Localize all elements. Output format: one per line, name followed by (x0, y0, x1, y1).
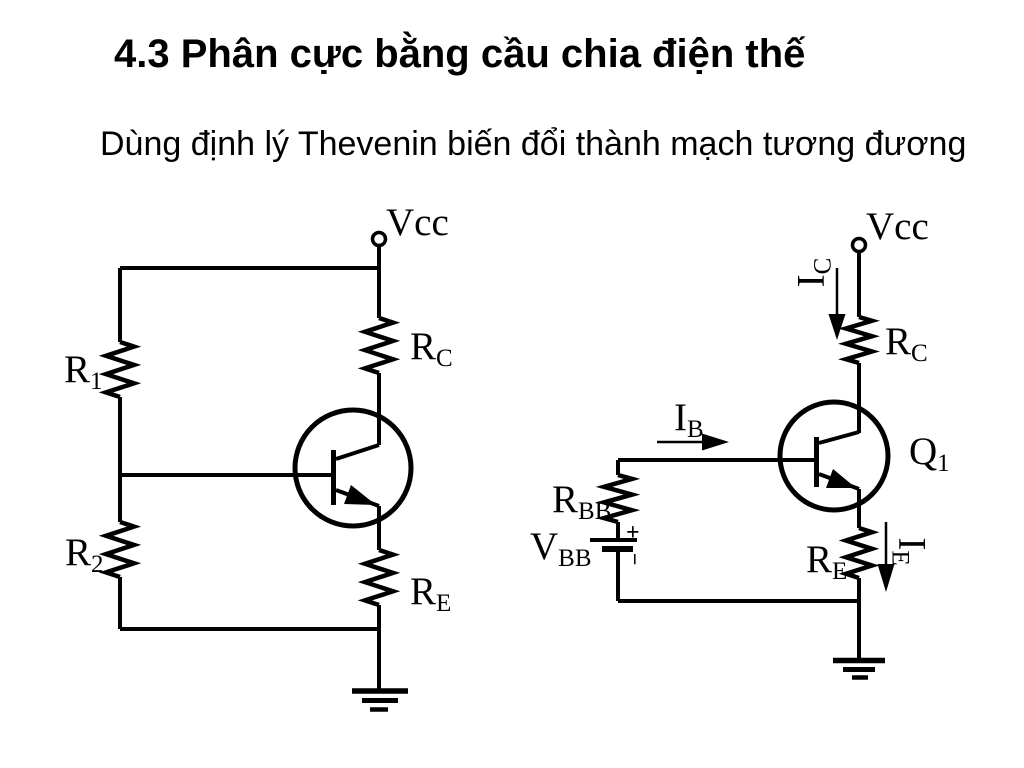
resistor-r2 (98, 519, 142, 580)
emitter-arrow-left (344, 485, 376, 505)
resistor-rc-right (838, 314, 880, 366)
ground-icon-left (352, 688, 408, 712)
current-arrow-ib (657, 433, 729, 451)
label-rbb: RBB (552, 478, 612, 525)
battery-plus-mark: + (626, 520, 640, 546)
slide-subtitle: Dùng định lý Thevenin biến đổi thành mạc… (100, 125, 967, 163)
emitter-arrow-right (826, 469, 856, 488)
resistor-re-right (838, 525, 880, 581)
label-r2: R2 (65, 531, 104, 578)
battery-vbb (590, 538, 637, 552)
vcc-terminal-left (370, 230, 388, 248)
slide-title: 4.3 Phân cực bằng cầu chia điện thế (114, 32, 806, 76)
right-circuit (590, 236, 895, 680)
label-ib: IB (674, 396, 704, 443)
label-ie: IE (886, 537, 934, 566)
label-vbb: VBB (530, 525, 592, 572)
wires-left (118, 246, 381, 691)
battery-minus-mark: − (622, 552, 648, 566)
wires-right (616, 252, 861, 659)
resistor-r1 (98, 339, 142, 400)
vcc-terminal-right (850, 236, 868, 254)
label-vcc-right: Vcc (866, 205, 929, 248)
left-circuit (98, 230, 414, 712)
label-rc-right: RC (885, 320, 928, 367)
label-q1: Q1 (909, 430, 950, 477)
transistor-left (292, 407, 414, 529)
current-arrow-ic (828, 268, 846, 340)
resistor-re-left (357, 547, 401, 608)
label-r1: R1 (64, 348, 103, 395)
resistor-rbb (595, 472, 641, 525)
current-arrow-ie (877, 522, 895, 592)
label-rc-left: RC (410, 325, 453, 372)
label-vcc-left: Vcc (386, 201, 449, 244)
label-re-right: RE (806, 538, 848, 585)
ground-icon-right (833, 657, 885, 680)
resistor-rc-left (357, 315, 401, 376)
label-re-left: RE (410, 570, 452, 617)
transistor-q1 (777, 399, 891, 513)
label-ic: IC (789, 257, 837, 288)
